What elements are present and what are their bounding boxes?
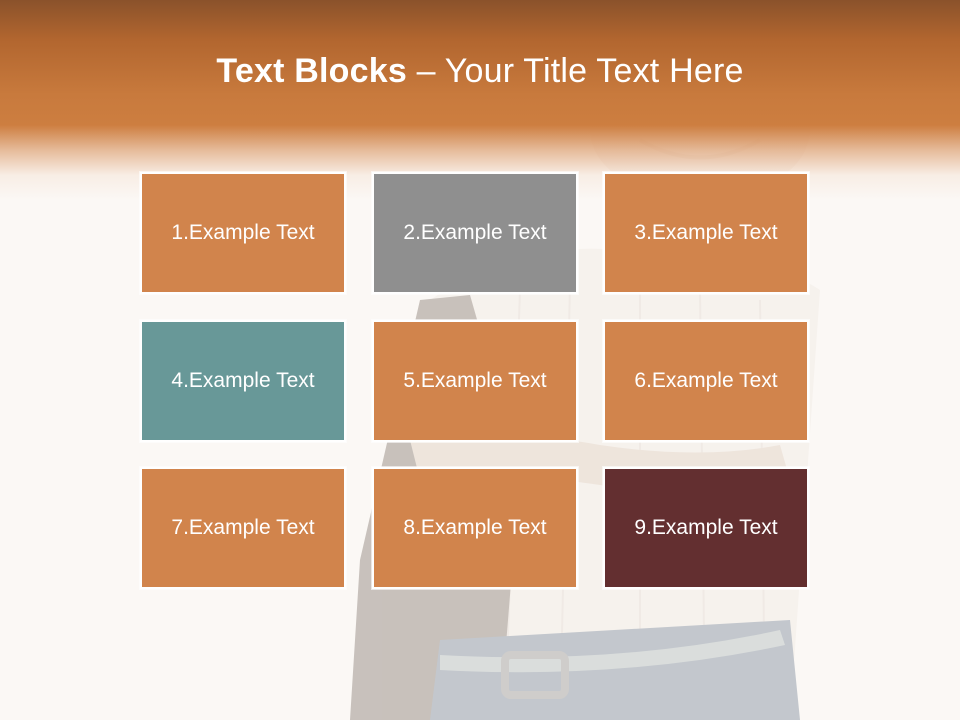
text-block-4[interactable]: 4.Example Text [140,320,346,442]
text-block-6[interactable]: 6.Example Text [603,320,809,442]
title-bold: Text Blocks [216,52,407,90]
text-block-7[interactable]: 7.Example Text [140,467,346,589]
text-block-8[interactable]: 8.Example Text [372,467,578,589]
text-block-2[interactable]: 2.Example Text [372,172,578,294]
text-block-1[interactable]: 1.Example Text [140,172,346,294]
title-dash: – [406,52,445,90]
text-block-3[interactable]: 3.Example Text [603,172,809,294]
text-block-9[interactable]: 9.Example Text [603,467,809,589]
text-block-5[interactable]: 5.Example Text [372,320,578,442]
title-light: Your Title Text Here [444,52,744,90]
title-banner [0,0,960,200]
slide-title: Text Blocks – Your Title Text Here [0,52,960,91]
